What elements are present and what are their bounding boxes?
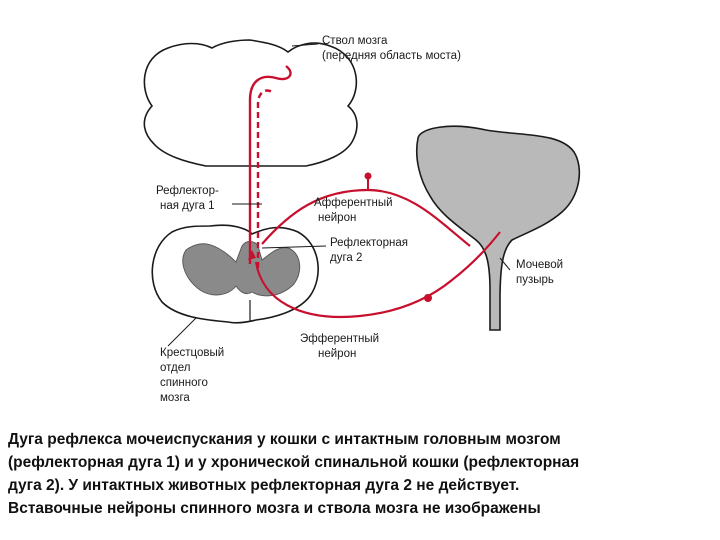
spinal-cord-grey-matter (182, 241, 301, 297)
bladder-shape (415, 125, 581, 331)
leader-brainstem (291, 43, 319, 47)
label-reflex-arc-2: Рефлекторная дуга 2 (330, 237, 411, 264)
reflex-arc-diagram: Ствол мозга (передняя область моста) Реф… (143, 35, 581, 404)
label-efferent-neuron: Эфферентный нейрон (300, 333, 382, 360)
label-afferent-neuron: Афферентный нейрон (314, 197, 396, 224)
figure-caption: Дуга рефлекса мочеиспускания у кошки с и… (8, 428, 708, 520)
efferent-neuron (254, 231, 501, 319)
efferent-ganglion (424, 294, 432, 302)
leader-reflex-arc-2 (261, 245, 327, 249)
label-bladder: Мочевой пузырь (516, 259, 566, 286)
leader-sacral (167, 317, 197, 347)
caption-line: (рефлекторная дуга 1) и у хронической сп… (8, 454, 580, 471)
caption-line: Дуга рефлекса мочеиспускания у кошки с и… (8, 431, 561, 448)
caption-line: дуга 2). У интактных животных рефлекторн… (8, 477, 520, 494)
caption-line: Вставочные нейроны спинного мозга и ство… (8, 500, 541, 517)
label-reflex-arc-1: Рефлектор- ная дуга 1 (156, 185, 222, 212)
reflex-arc-1-ascending (248, 65, 292, 264)
leader-bladder (499, 257, 511, 271)
afferent-soma (364, 172, 372, 180)
reflex-arc-2-junction (248, 250, 256, 260)
reflex-arc-1-descending (256, 89, 273, 268)
label-brainstem: Ствол мозга (передняя область моста) (322, 35, 461, 62)
label-sacral-cord: Крестцовый отдел спинного мозга (160, 347, 227, 404)
